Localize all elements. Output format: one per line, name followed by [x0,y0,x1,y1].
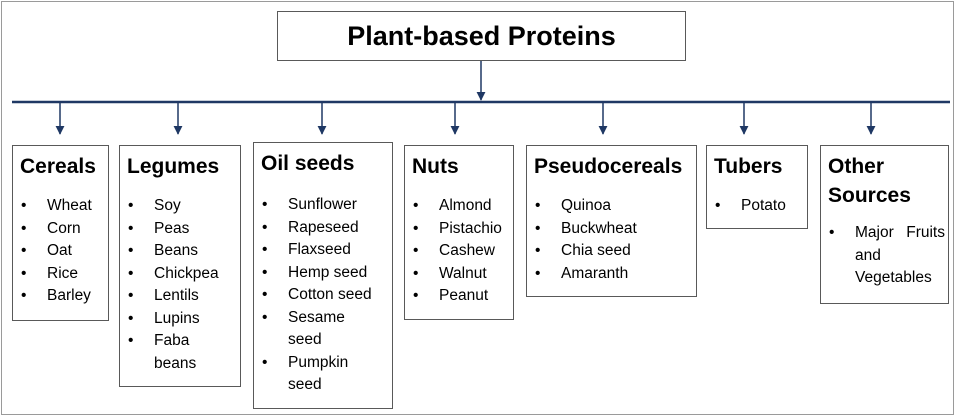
list-item: •Peas [128,219,190,237]
list-item: •Sunflower [262,196,357,213]
category-heading: Tubers [714,155,783,178]
list-item: •Quinoa [535,197,611,214]
category-heading: Nuts [412,155,459,178]
category-nuts: Nuts •Almond •Pistachio •Cashew •Walnut … [404,145,514,320]
category-heading: Legumes [127,155,220,178]
category-legumes: Legumes •Soy •Peas •Beans •Chickpea •Len… [119,145,241,387]
list-item: •Almond [413,197,492,214]
list-item: •Cotton seed [262,286,372,303]
list-item: •Oat [21,242,72,259]
list-item: •Soy [128,197,181,214]
list-item: •Lupins [128,309,200,327]
list-item: •Chia seed [535,242,631,259]
list-item: •Wheat [21,197,92,214]
list-item: •Potato [715,197,786,214]
category-heading: Pseudocereals [534,155,683,178]
list-item: •Flaxseed [262,241,351,258]
list-item: •Faba beans [128,332,197,372]
list-item: •Peanut [413,287,489,304]
category-oil-seeds: Oil seeds •Sunflower •Rapeseed •Flaxseed… [253,142,393,409]
category-tubers: Tubers •Potato [706,145,808,229]
list-item: •Lentils [128,287,199,304]
list-item: •Pumpkin seed [262,353,349,394]
list-item: •Major Fruits and Vegetables [829,224,945,286]
list-item: •Amaranth [535,264,629,282]
category-heading: Oil seeds [261,152,355,175]
list-item: •Chickpea [128,264,219,282]
diagram-title: Plant-based Proteins [277,11,686,61]
list-item: •Beans [128,242,198,259]
list-item: •Pistachio [413,219,502,237]
category-heading: Other Sources [828,155,911,207]
list-item: •Rice [21,264,79,282]
list-item: •Sesame seed [262,308,345,349]
list-item: •Barley [21,287,91,304]
category-heading: Cereals [20,155,96,178]
list-item: •Cashew [413,242,495,259]
list-item: •Buckwheat [535,219,637,237]
category-pseudocereals: Pseudocereals •Quinoa •Buckwheat •Chia s… [526,145,697,297]
list-item: •Walnut [413,264,487,282]
list-item: •Rapeseed [262,218,359,236]
list-item: •Corn [21,219,81,237]
list-item: •Hemp seed [262,263,368,281]
category-cereals: Cereals •Wheat •Corn •Oat •Rice •Barley [12,145,109,321]
category-other-sources: Other Sources •Major Fruits and Vegetabl… [820,145,949,304]
